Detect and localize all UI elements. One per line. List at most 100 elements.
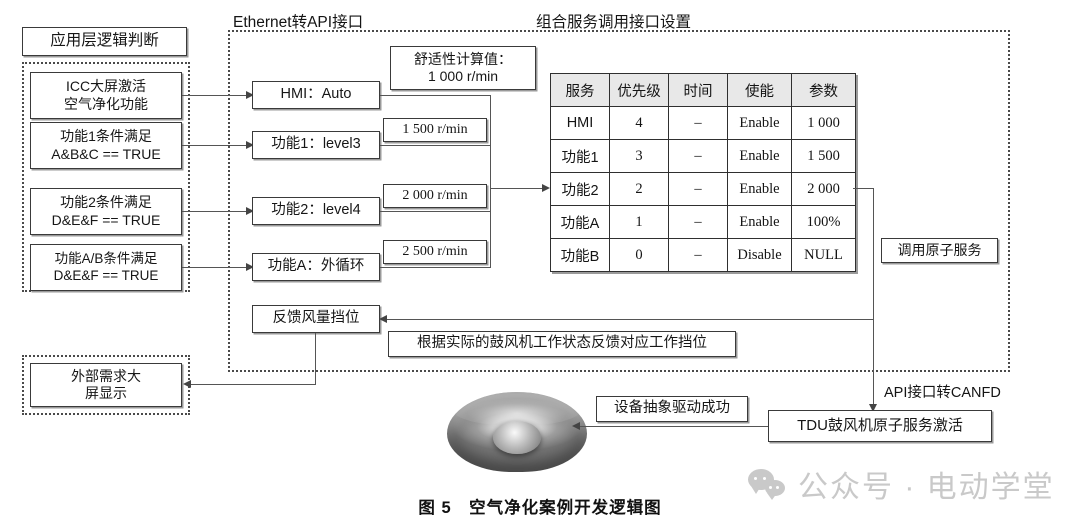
condition-func2-text: 功能2条件满足 D&E&F == TRUE [31,194,181,228]
bus-to-table-line [490,188,544,190]
arrowhead-down-to-tdu [869,404,877,412]
cell-time: – [668,205,728,239]
wechat-dot-4 [776,486,780,490]
wechat-dot-3 [769,486,773,490]
service-config-table: 服务 优先级 时间 使能 参数 HMI 4 – Enable 1 000 功能1… [550,73,856,272]
condition-box-icc: ICC大屏激活 空气净化功能 [30,72,182,119]
ethernet-api-dashed-container [228,30,1010,372]
cell-param: 100% [791,205,856,239]
arrowhead-icc-to-hmi [246,91,254,99]
th-param: 参数 [791,73,856,107]
arrowhead-func1-to-node [246,141,254,149]
connector-funcAB-to-node [182,267,248,269]
condition-func1-text: 功能1条件满足 A&B&C == TRUE [31,128,181,162]
condition-funcAB-text: 功能A/B条件满足 D&E&F == TRUE [31,251,181,284]
comfort-calc-line1: 舒适性计算值： [414,50,512,67]
bus-stub-func2 [380,211,491,213]
api-node-hmi-label: HMI：Auto [280,86,352,103]
table-header-row: 服务 优先级 时间 使能 参数 [550,73,856,107]
figure-caption-text: 图 5 空气净化案例开发逻辑图 [418,499,662,517]
condition-box-func1: 功能1条件满足 A&B&C == TRUE [30,122,182,169]
cell-param: 1 500 [791,139,856,173]
table-row: 功能2 2 – Enable 2 000 [550,172,856,206]
cell-priority: 2 [609,172,669,206]
wechat-bubble-small [765,480,785,496]
rpm-tag-2500-value: 2 500 r/min [402,244,468,260]
api-node-func1-label: 功能1：level3 [271,136,361,153]
condition-box-funcAB: 功能A/B条件满足 D&E&F == TRUE [30,244,182,291]
annotation-device-driver-ok-text: 设备抽象驱动成功 [614,400,730,417]
atomic-call-down-line [873,188,875,410]
rpm-tag-2000-value: 2 000 r/min [402,188,468,204]
cell-priority: 4 [609,106,669,140]
api-node-func1: 功能1：level3 [252,131,380,159]
condition-icc-text: ICC大屏激活 空气净化功能 [31,78,181,112]
cell-priority: 3 [609,139,669,173]
condition-funcAB-line2: D&E&F == TRUE [53,267,159,283]
bus-stub-funcA [380,267,491,269]
cell-time: – [668,106,728,140]
th-service: 服务 [550,73,610,107]
annotation-atomic-service-call: 调用原子服务 [881,238,998,263]
rpm-tag-2000: 2 000 r/min [383,184,487,208]
condition-func2-line2: D&E&F == TRUE [51,211,161,228]
tdu-blower-service-label: TDU鼓风机原子服务激活 [797,416,963,434]
th-enable: 使能 [727,73,792,107]
api-node-hmi: HMI：Auto [252,81,380,109]
th-priority: 优先级 [609,73,669,107]
header-app-logic-box: 应用层逻辑判断 [22,27,187,56]
cell-param: NULL [791,238,856,272]
feedback-to-display-hline [188,384,316,386]
connector-icc-to-hmi [182,95,248,97]
table-row: 功能1 3 – Enable 1 500 [550,139,856,173]
arrowhead-func2-to-node [246,207,254,215]
connector-func2-to-node [182,211,248,213]
cell-enable: Enable [727,172,792,206]
table-row: HMI 4 – Enable 1 000 [550,106,856,140]
watermark: 公众号 · 电动学堂 [748,462,1055,506]
label-api-to-canfd: API接口转CANFD [884,385,1001,401]
service-bus-vertical-line [490,95,492,268]
cell-service: 功能A [550,205,610,239]
api-node-func2-label: 功能2：level4 [271,202,361,219]
external-display-text: 外部需求大 屏显示 [31,368,181,402]
annotation-feedback-desc: 根据实际的鼓风机工作状态反馈对应工作挡位 [388,331,736,357]
header-app-logic-label: 应用层逻辑判断 [50,32,159,50]
cell-service: 功能B [550,238,610,272]
external-display-box: 外部需求大 屏显示 [30,363,182,407]
blower-wheel-image [447,392,587,472]
feedback-to-display-vline [315,333,317,385]
wechat-dot-2 [763,477,767,481]
label-ethernet-api: Ethernet转API接口 [233,14,364,31]
rpm-tag-2500: 2 500 r/min [383,240,487,264]
condition-func1-line1: 功能1条件满足 [60,128,152,145]
external-display-line1: 外部需求大 [71,367,141,384]
annotation-feedback-desc-text: 根据实际的鼓风机工作状态反馈对应工作挡位 [417,335,707,352]
tdu-blower-service-box: TDU鼓风机原子服务激活 [768,410,992,442]
cell-time: – [668,139,728,173]
external-display-line2: 屏显示 [85,385,127,401]
table-row: 功能A 1 – Enable 100% [550,205,856,239]
condition-func1-line2: A&B&C == TRUE [51,145,161,162]
wechat-tail-large [751,486,761,494]
wechat-icon [748,469,788,500]
arrowhead-tdu-to-fan [572,422,580,430]
cell-service: 功能2 [550,172,610,206]
cell-time: – [668,172,728,206]
api-node-funcA: 功能A：外循环 [252,253,380,281]
annotation-device-driver-ok: 设备抽象驱动成功 [596,396,748,422]
cell-service: 功能1 [550,139,610,173]
condition-funcAB-line1: 功能A/B条件满足 [54,251,158,267]
blower-hub [493,420,541,455]
cell-priority: 1 [609,205,669,239]
condition-icc-line2: 空气净化功能 [64,95,148,112]
table-right-out-line [853,188,874,190]
cell-priority: 0 [609,238,669,272]
condition-func2-line1: 功能2条件满足 [60,194,152,211]
rpm-tag-1500: 1 500 r/min [383,118,487,142]
bus-stub-func1 [380,145,491,147]
api-node-funcA-label: 功能A：外循环 [267,258,365,275]
wechat-dot-1 [754,477,758,481]
feedback-node-label: 反馈风量挡位 [272,310,360,327]
